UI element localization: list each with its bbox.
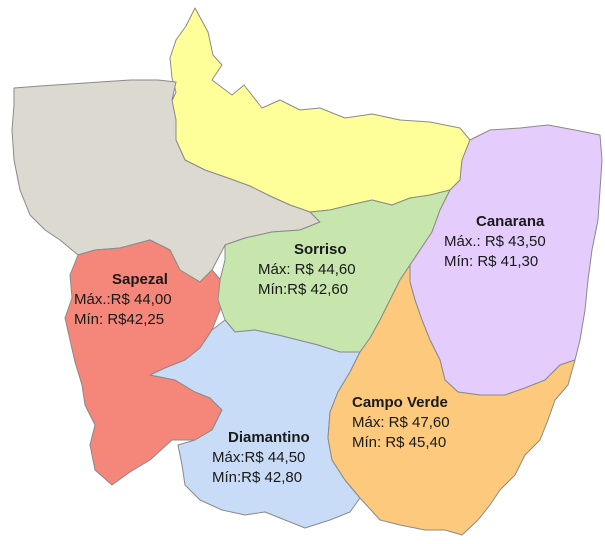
max-price-campo-verde: Máx: R$ 47,60 xyxy=(352,414,450,431)
region-name-sorriso: Sorriso xyxy=(294,241,347,258)
max-price-canarana: Máx.: R$ 43,50 xyxy=(444,233,546,250)
label-sapezal: Sapezal Máx.:R$ 44,00 Mín: R$42,25 xyxy=(74,270,234,330)
region-campo-verde xyxy=(327,264,576,536)
region-name-diamantino: Diamantino xyxy=(228,429,310,446)
max-price-diamantino: Máx:R$ 44,50 xyxy=(212,449,306,466)
min-price-diamantino: Mín:R$ 42,80 xyxy=(212,469,303,486)
label-diamantino: Diamantino Máx:R$ 44,50 Mín:R$ 42,80 xyxy=(212,428,362,488)
min-price-campo-verde: Mín: R$ 45,40 xyxy=(352,434,447,451)
min-price-canarana: Mín: R$ 41,30 xyxy=(444,253,539,270)
label-canarana: Canarana Máx.: R$ 43,50 Mín: R$ 41,30 xyxy=(444,212,594,272)
max-price-sapezal: Máx.:R$ 44,00 xyxy=(74,291,172,308)
region-name-campo-verde: Campo Verde xyxy=(352,394,448,411)
region-name-sapezal: Sapezal xyxy=(112,271,168,288)
max-price-sorriso: Máx: R$ 44,60 xyxy=(258,261,356,278)
label-sorriso: Sorriso Máx: R$ 44,60 Mín:R$ 42,60 xyxy=(258,240,408,300)
min-price-sorriso: Mín:R$ 42,60 xyxy=(258,281,349,298)
region-name-canarana: Canarana xyxy=(476,213,545,230)
label-campo-verde: Campo Verde Máx: R$ 47,60 Mín: R$ 45,40 xyxy=(352,393,512,453)
min-price-sapezal: Mín: R$42,25 xyxy=(74,311,165,328)
